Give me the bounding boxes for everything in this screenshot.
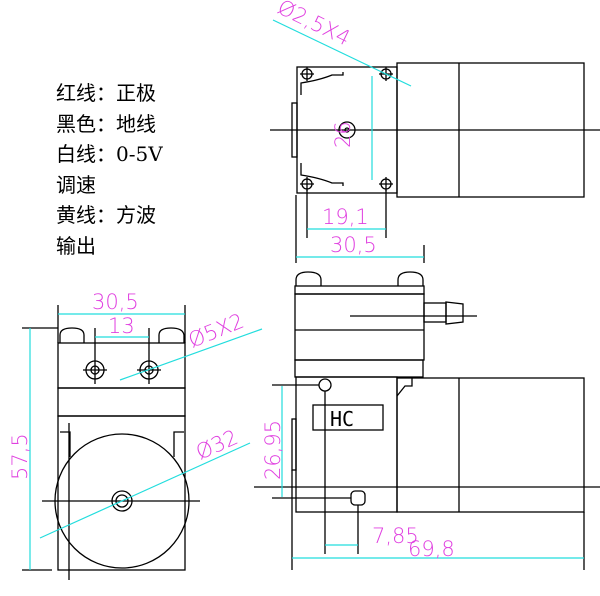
port-icon [83,328,161,384]
side-view: HC 26,95 7,85 69,8 [254,271,600,570]
legend-line: 黄线：方波 [56,203,156,227]
motor-diameter-label: Ø32 [192,425,241,465]
length-dim-label: 69,8 [408,537,455,561]
mount-height-label: 26,95 [261,420,285,480]
front-view: 30,5 13 Ø5X2 Ø32 57,5 [8,290,263,580]
top-view: Ø2,5X4 26 19,1 30,5 [270,0,600,263]
legend-line: 调速 [56,172,96,197]
hole-diameter-label: Ø2,5X4 [274,0,354,51]
legend-line: 红线：正极 [56,81,156,105]
front-height-label: 57,5 [8,433,32,480]
port-spacing-label: 13 [108,314,135,338]
legend-line: 黑色：地线 [56,111,156,136]
hole-spacing-label: 19,1 [322,205,369,229]
offset-dim-label: 7,85 [372,524,419,548]
wire-legend: 红线：正极 黑色：地线 白线：0-5V 调速 黄线：方波 输出 [56,78,163,261]
hc-label: HC [330,407,354,431]
legend-line: 白线：0-5V [56,142,163,166]
front-width-label: 30,5 [92,290,139,314]
hc-label-box [312,404,384,431]
height-dim-label: 26 [331,121,355,148]
legend-line: 输出 [56,233,96,258]
width-dim-label: 30,5 [330,233,377,257]
